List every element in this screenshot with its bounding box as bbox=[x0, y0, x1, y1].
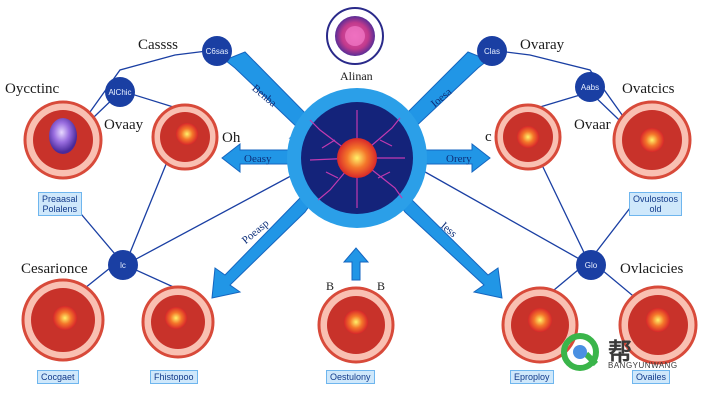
label-top-right-title: Ovaray bbox=[520, 37, 565, 53]
node-bottom-left: lc bbox=[108, 250, 138, 280]
arrow-label-left: Oeasy bbox=[244, 153, 272, 165]
box-bottom-mid: Oestulony bbox=[326, 370, 375, 384]
top-center-cell bbox=[326, 7, 384, 65]
label-bottom-left-title: Cesarionce bbox=[21, 261, 88, 277]
box-right: Ovulostoos old bbox=[629, 192, 683, 216]
label-right-ovary: Ovaar bbox=[574, 117, 611, 133]
label-left-oh: Oh bbox=[222, 130, 241, 146]
watermark-logo-icon bbox=[561, 333, 599, 371]
arrow-bottom-right bbox=[399, 197, 503, 299]
cell-oestulony bbox=[317, 286, 395, 364]
cell-ovaar-right bbox=[494, 103, 562, 171]
node-left-mid: AlChic bbox=[105, 77, 135, 107]
cell-ovatcics bbox=[612, 100, 692, 180]
box-bottom-left: Cocgaet bbox=[37, 370, 79, 384]
box-left: Preaasal Polalens bbox=[38, 192, 82, 216]
arrow-bottom-left bbox=[211, 197, 311, 299]
box-bottom-right-a: Eproploy bbox=[510, 370, 554, 384]
arrow-bottom-center bbox=[342, 247, 370, 281]
box-bottom-right-b: Ovailes bbox=[632, 370, 671, 384]
label-b-left: B bbox=[326, 279, 335, 293]
label-right-c: c bbox=[485, 129, 492, 145]
box-bottom-mid-left: Fhistopoo bbox=[150, 370, 198, 384]
cell-fhistopoo bbox=[141, 285, 215, 359]
cell-eproploy bbox=[501, 286, 579, 364]
label-left-cell: Oycctinc bbox=[5, 81, 60, 97]
node-top-right: Clas bbox=[477, 36, 507, 66]
label-left-ovary: Ovaay bbox=[104, 117, 144, 133]
label-right-cell: Ovatcics bbox=[622, 81, 675, 97]
node-bottom-right: Glo bbox=[576, 250, 606, 280]
node-top-left: C6sas bbox=[202, 36, 232, 66]
watermark-text: 帮 bbox=[608, 339, 632, 366]
node-right-mid: Aabs bbox=[575, 72, 605, 102]
cell-cesarionce bbox=[21, 278, 105, 362]
label-top-left-title: Cassss bbox=[138, 37, 179, 53]
center-cell bbox=[287, 88, 427, 228]
blue-arrows bbox=[211, 51, 503, 299]
cell-oycctinc bbox=[23, 100, 103, 180]
cell-ovailes bbox=[618, 285, 698, 365]
arrow-label-right: Orery bbox=[446, 153, 472, 165]
watermark: 帮 BANGYUNWANG bbox=[558, 330, 708, 375]
label-b-right: B bbox=[377, 279, 386, 293]
label-bottom-right-title: Ovlacicies bbox=[620, 261, 684, 277]
cell-ovaay-left bbox=[151, 103, 219, 171]
label-center-caption: Alinan bbox=[340, 69, 373, 83]
watermark-subtext: BANGYUNWANG bbox=[608, 361, 678, 370]
